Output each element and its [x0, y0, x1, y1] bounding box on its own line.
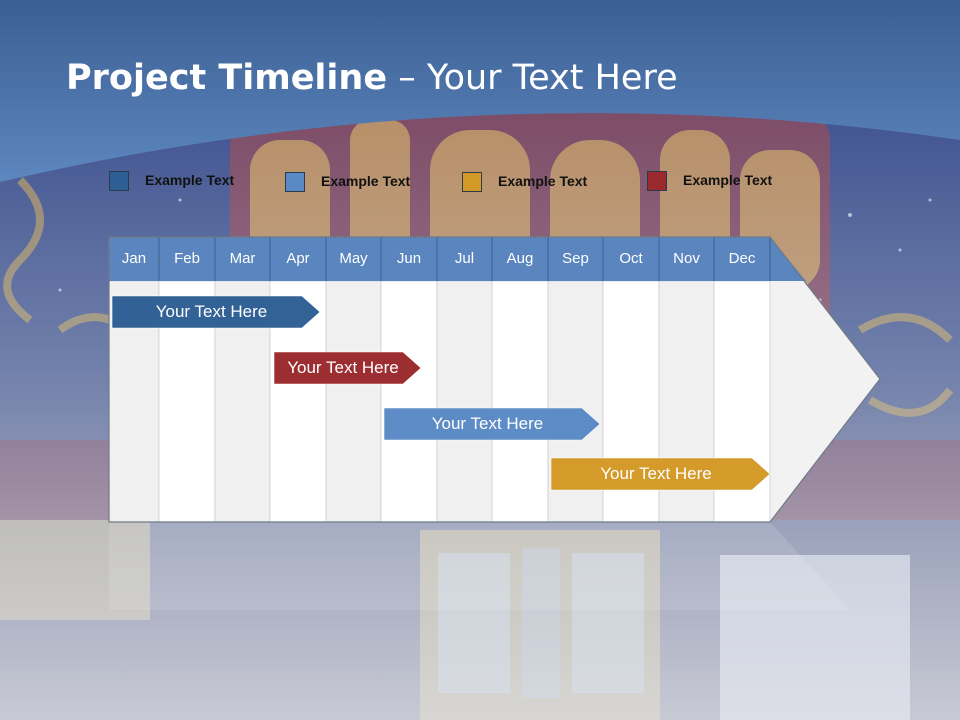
title-bold: Project Timeline — [66, 58, 388, 98]
month-label-jul: Jul — [454, 250, 475, 267]
legend-label: Example Text — [321, 173, 411, 189]
month-column — [380, 280, 438, 523]
task-label-2: Your Text Here — [287, 358, 399, 377]
month-label-jun: Jun — [396, 250, 422, 267]
month-header-band — [109, 237, 806, 281]
legend-swatch — [647, 171, 667, 191]
month-label-mar: Mar — [229, 250, 256, 267]
month-label-aug: Aug — [506, 250, 534, 267]
title-regular: – Your Text Here — [387, 58, 678, 98]
task-label-3: Your Text Here — [431, 414, 544, 433]
legend-swatch — [109, 171, 129, 191]
month-label-feb: Feb — [174, 250, 200, 267]
task-bar-2 — [273, 351, 422, 385]
month-column — [436, 280, 493, 523]
timeline-reflection — [109, 522, 850, 610]
month-column — [325, 280, 382, 523]
month-label-nov: Nov — [673, 250, 700, 267]
month-column — [491, 280, 549, 523]
task-bar-1 — [111, 295, 321, 329]
month-label-sep: Sep — [562, 250, 589, 267]
month-label-jan: Jan — [121, 250, 147, 267]
slide-title: Project Timeline – Your Text Here — [66, 58, 678, 98]
task-bar-3 — [383, 407, 601, 441]
task-bar-4 — [550, 457, 771, 491]
month-label-may: May — [339, 250, 368, 267]
month-label-oct: Oct — [619, 250, 643, 267]
legend-swatch — [462, 172, 482, 192]
month-label-dec: Dec — [728, 250, 756, 267]
task-label-1: Your Text Here — [155, 302, 268, 321]
timeline-outline — [108, 236, 881, 523]
legend-label: Example Text — [683, 172, 773, 188]
task-label-4: Your Text Here — [600, 464, 712, 483]
legend-label: Example Text — [498, 173, 588, 189]
legend-swatch — [285, 172, 305, 192]
legend-label: Example Text — [145, 172, 235, 188]
month-label-apr: Apr — [286, 250, 310, 267]
